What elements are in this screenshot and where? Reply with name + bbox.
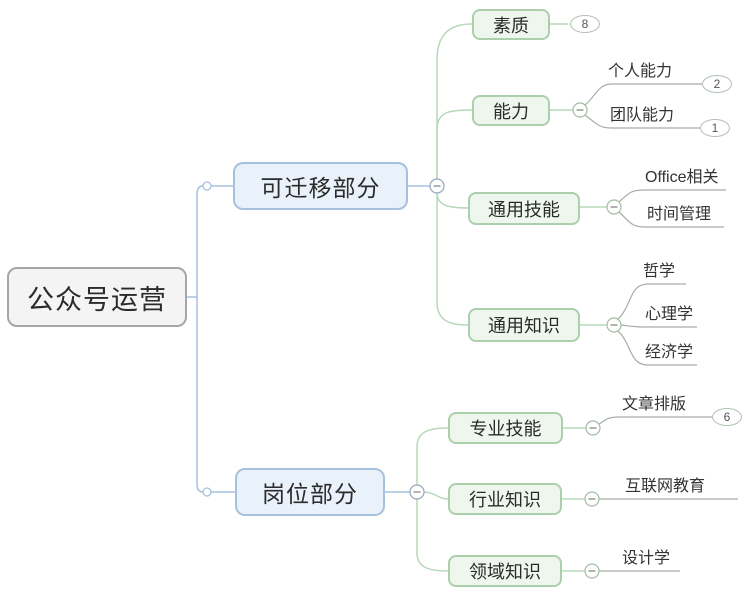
junction-circle [202,487,212,497]
leafline-jingjixue [617,330,697,366]
leafline-wenzhangpaiban [598,416,712,425]
connector-topic-hangyezhishi [423,491,449,500]
leaf-node-wenzhangpaiban[interactable]: 文章排版 [622,396,687,413]
leafline-gerennengli [584,83,702,106]
count-badge-gerennengli: 2 [702,75,732,93]
connector-topic-lingyuzhishi [416,499,449,572]
leafline-office [618,189,726,203]
leaf-node-zhexue[interactable]: 哲学 [643,263,676,280]
leaf-node-hulianwangjiaoyu[interactable]: 互联网教育 [625,478,706,495]
topic-node-hangyezhishi[interactable]: 行业知识 [448,483,562,515]
topic-node-tongyongzhishi[interactable]: 通用知识 [468,308,580,342]
leaf-node-gerennengli[interactable]: 个人能力 [608,63,673,80]
connector-topic-tongyongjineng [436,192,469,209]
leaf-node-jingjixue[interactable]: 经济学 [645,344,694,361]
count-badge-tuanduinengli: 1 [700,119,730,137]
leaf-node-shejixue[interactable]: 设计学 [622,550,671,567]
collapse-button-branch-0[interactable] [429,178,445,194]
collapse-button-nengli[interactable] [572,102,588,118]
topic-node-lingyuzhishi[interactable]: 领域知识 [448,555,562,587]
topic-node-tongyongjineng[interactable]: 通用技能 [468,192,580,225]
collapse-button-zhuanyejineng[interactable] [585,420,601,436]
connector-topic-zhuanyejineng [416,427,449,485]
count-badge-suzhi: 8 [570,15,600,33]
branch-node-transferable[interactable]: 可迁移部分 [233,162,408,210]
collapse-button-tongyongzhishi[interactable] [606,317,622,333]
collapse-button-hangyezhishi[interactable] [584,491,600,507]
connector-trunk-down [196,297,204,493]
connector-topic-suzhi [436,23,473,179]
leaf-node-shijianguanli[interactable]: 时间管理 [647,206,712,223]
collapse-button-tongyongjineng[interactable] [606,199,622,215]
junction-circle [202,181,212,191]
leaf-node-office[interactable]: Office相关 [645,169,719,186]
topic-node-zhuanyejineng[interactable]: 专业技能 [448,412,563,444]
leafline-tuanduinengli [584,114,700,129]
connector-topic-tongyongzhishi [436,193,469,326]
root-node[interactable]: 公众号运营 [7,267,187,327]
connector-trunk-up [196,185,204,297]
collapse-button-branch-1[interactable] [409,484,425,500]
topic-node-suzhi[interactable]: 素质 [472,9,550,40]
connector-topic-nengli [436,109,473,179]
leaf-node-xinlixue[interactable]: 心理学 [645,306,694,323]
leafline-shijianguanli [618,211,724,228]
topic-node-nengli[interactable]: 能力 [472,95,550,126]
leafline-zhexue [617,283,686,320]
leaf-node-tuanduinengli[interactable]: 团队能力 [610,107,675,124]
branch-node-position[interactable]: 岗位部分 [235,468,385,516]
collapse-button-lingyuzhishi[interactable] [584,563,600,579]
count-badge-wenzhangpaiban: 6 [712,408,742,426]
leafline-xinlixue [620,324,697,328]
